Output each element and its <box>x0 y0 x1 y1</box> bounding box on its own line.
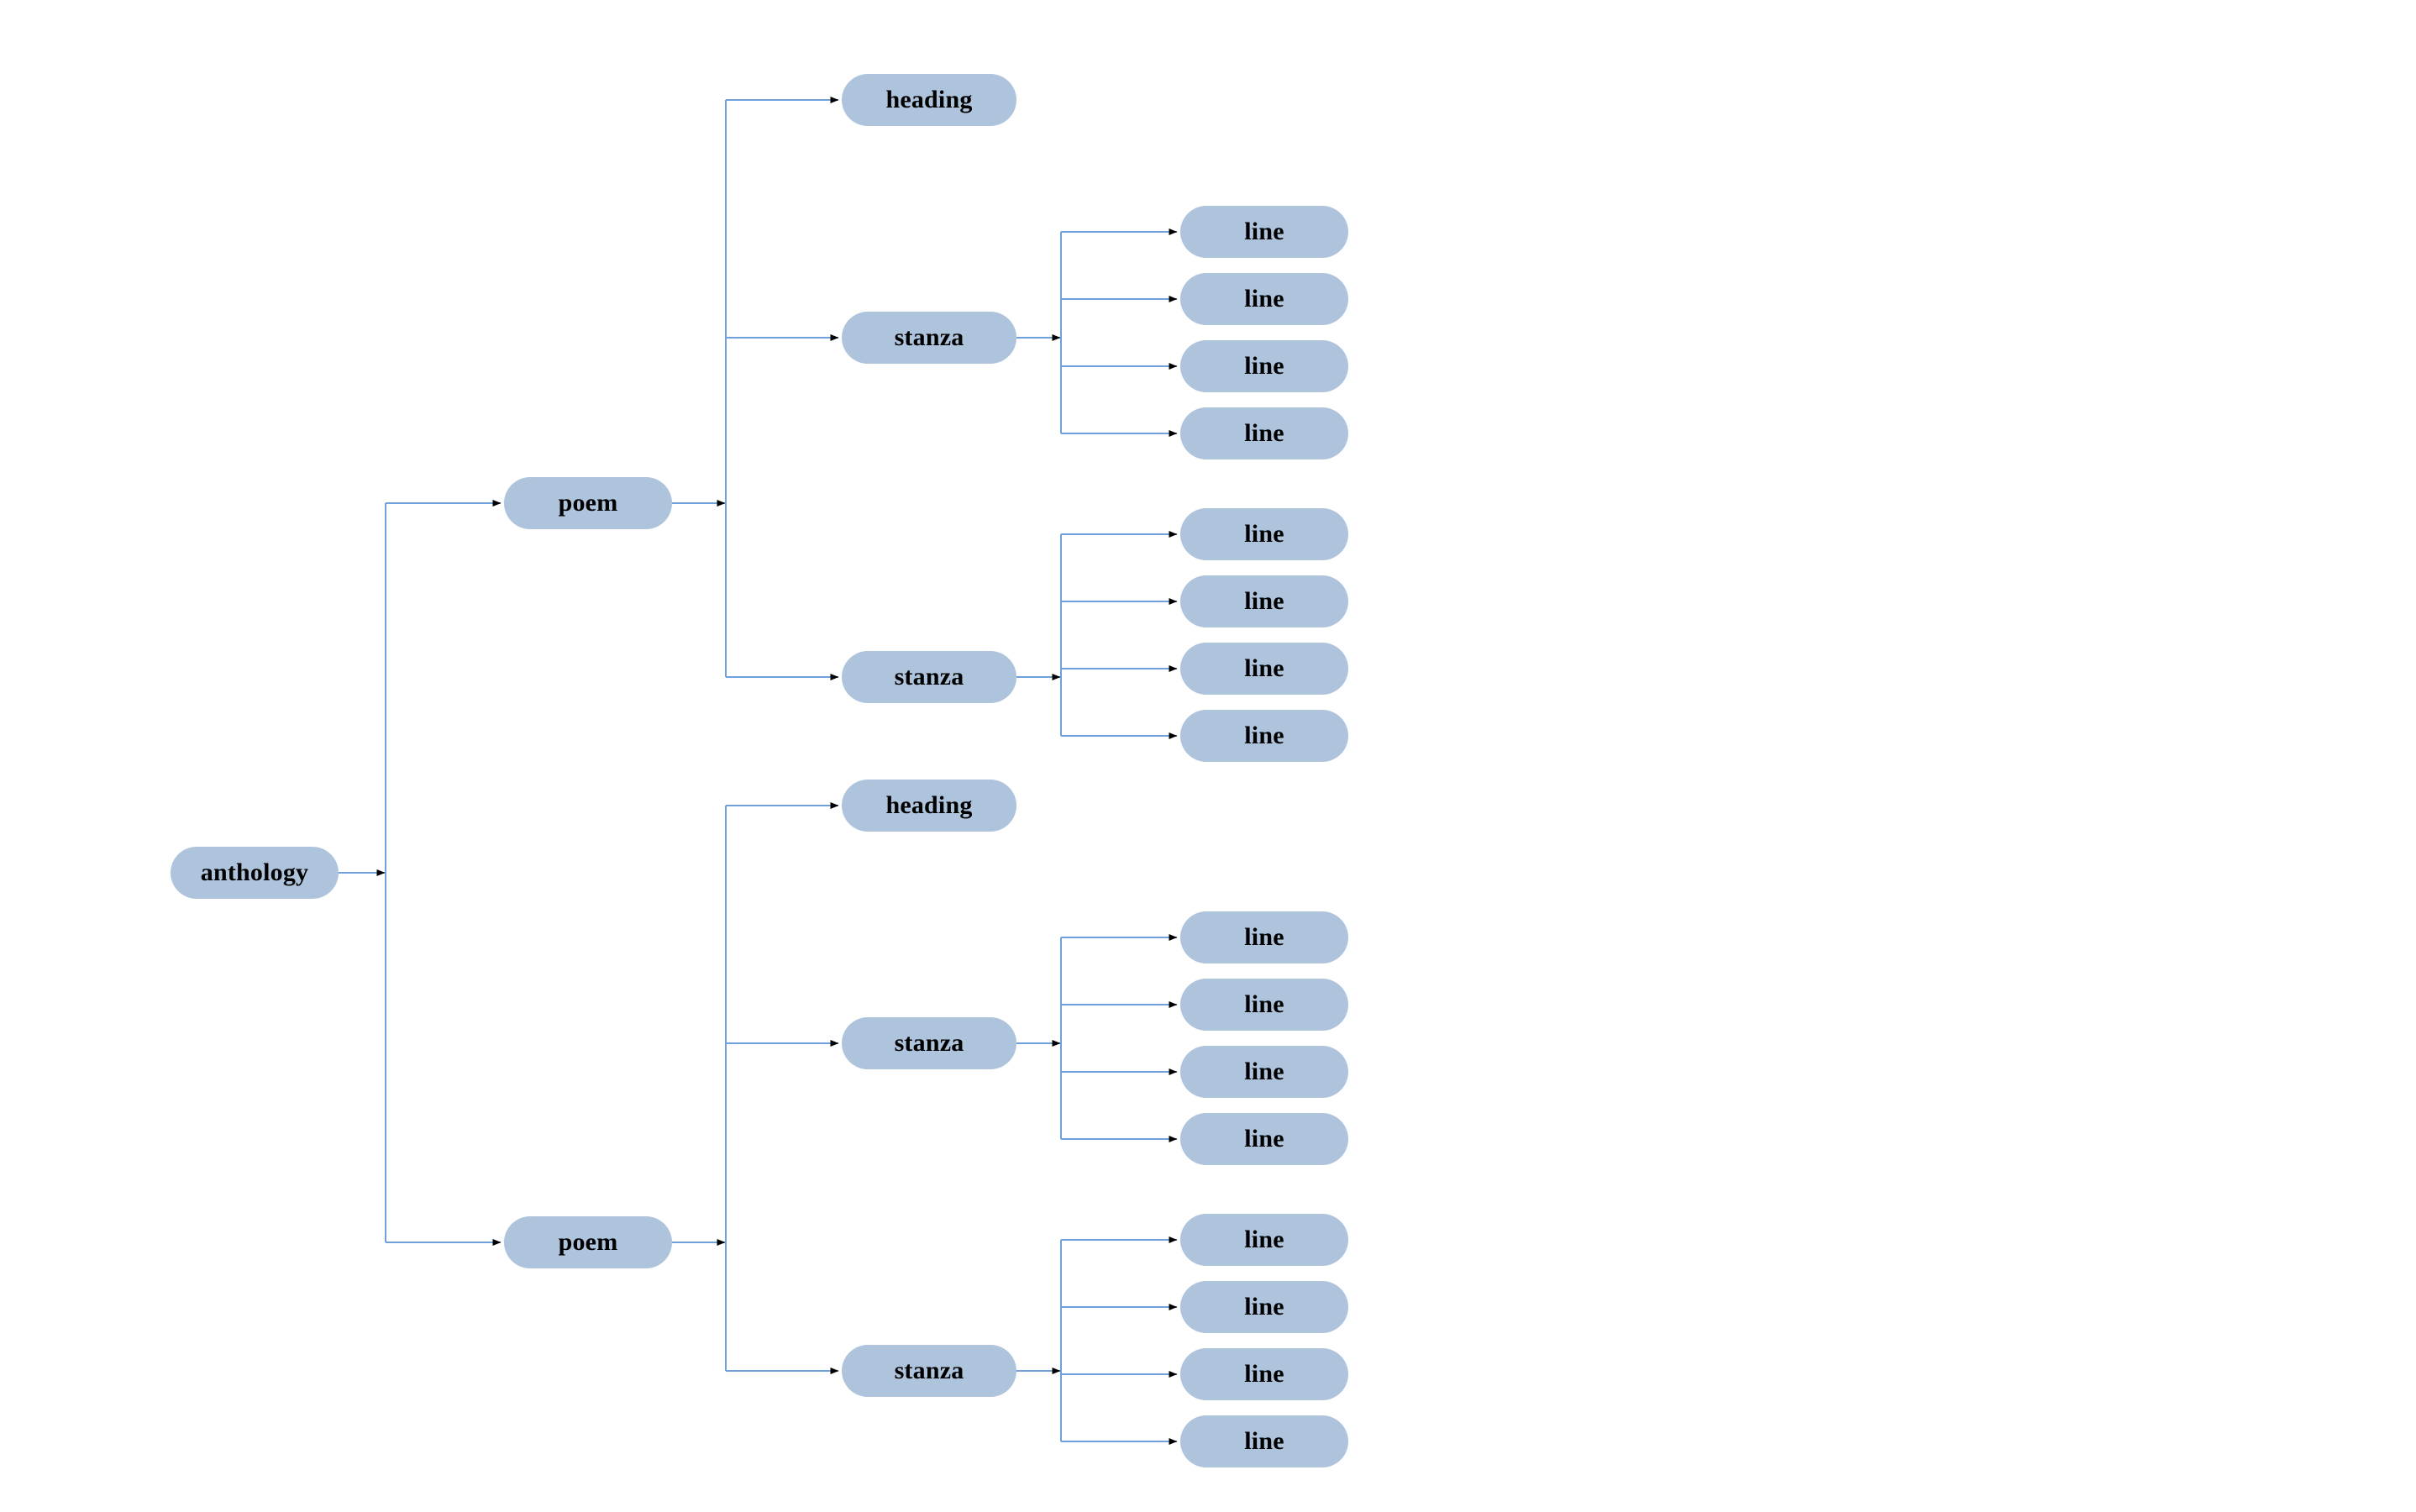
tree-node-label: stanza <box>894 663 964 690</box>
tree-node-p2-s1-l4[interactable]: line <box>1180 1113 1348 1165</box>
tree-node-label: heading <box>885 86 973 113</box>
tree-node-p1-s2-l1[interactable]: line <box>1180 508 1348 560</box>
tree-node-p2-heading[interactable]: heading <box>842 780 1016 832</box>
tree-node-anthology[interactable]: anthology <box>171 847 339 899</box>
tree-node-label: line <box>1244 587 1284 615</box>
tree-node-label: line <box>1244 285 1284 312</box>
tree-node-p1-s2-l2[interactable]: line <box>1180 575 1348 627</box>
tree-node-label: line <box>1244 352 1284 380</box>
tree-node-poem1[interactable]: poem <box>504 477 672 529</box>
tree-node-label: line <box>1244 1058 1284 1085</box>
tree-node-p1-s1-l3[interactable]: line <box>1180 340 1348 392</box>
tree-node-label: stanza <box>894 1357 964 1384</box>
tree-node-label: poem <box>558 1228 618 1256</box>
tree-node-label: heading <box>885 791 973 819</box>
tree-node-label: line <box>1244 419 1284 447</box>
tree-node-label: line <box>1244 654 1284 682</box>
tree-node-p1-s2-l4[interactable]: line <box>1180 710 1348 762</box>
tree-node-label: line <box>1244 1360 1284 1388</box>
tree-node-p1-heading[interactable]: heading <box>842 74 1016 126</box>
tree-node-p1-s2-l3[interactable]: line <box>1180 643 1348 695</box>
tree-node-label: line <box>1244 520 1284 548</box>
tree-node-label: poem <box>558 489 618 517</box>
tree-node-label: line <box>1244 722 1284 749</box>
tree-node-p2-s2-l3[interactable]: line <box>1180 1348 1348 1400</box>
tree-node-label: stanza <box>894 1029 964 1057</box>
tree-node-p1-stanza2[interactable]: stanza <box>842 651 1016 703</box>
tree-node-p2-s2-l2[interactable]: line <box>1180 1281 1348 1333</box>
tree-node-p2-s1-l3[interactable]: line <box>1180 1046 1348 1098</box>
tree-node-p1-s1-l1[interactable]: line <box>1180 206 1348 258</box>
tree-node-p2-stanza1[interactable]: stanza <box>842 1017 1016 1069</box>
tree-node-p2-stanza2[interactable]: stanza <box>842 1345 1016 1397</box>
tree-node-label: line <box>1244 923 1284 951</box>
tree-node-label: line <box>1244 990 1284 1018</box>
tree-node-p1-s1-l4[interactable]: line <box>1180 407 1348 459</box>
tree-node-label: line <box>1244 1293 1284 1320</box>
tree-node-label: line <box>1244 1125 1284 1152</box>
tree-node-label: line <box>1244 1427 1284 1455</box>
tree-node-poem2[interactable]: poem <box>504 1216 672 1268</box>
tree-node-p2-s2-l4[interactable]: line <box>1180 1415 1348 1467</box>
tree-node-p1-s1-l2[interactable]: line <box>1180 273 1348 325</box>
tree-node-label: line <box>1244 1226 1284 1253</box>
tree-node-p1-stanza1[interactable]: stanza <box>842 312 1016 364</box>
tree-node-label: stanza <box>894 323 964 351</box>
tree-node-p2-s2-l1[interactable]: line <box>1180 1214 1348 1266</box>
tree-node-label: line <box>1244 218 1284 245</box>
tree-node-label: anthology <box>200 858 309 886</box>
tree-node-p2-s1-l1[interactable]: line <box>1180 911 1348 963</box>
tree-node-p2-s1-l2[interactable]: line <box>1180 979 1348 1031</box>
